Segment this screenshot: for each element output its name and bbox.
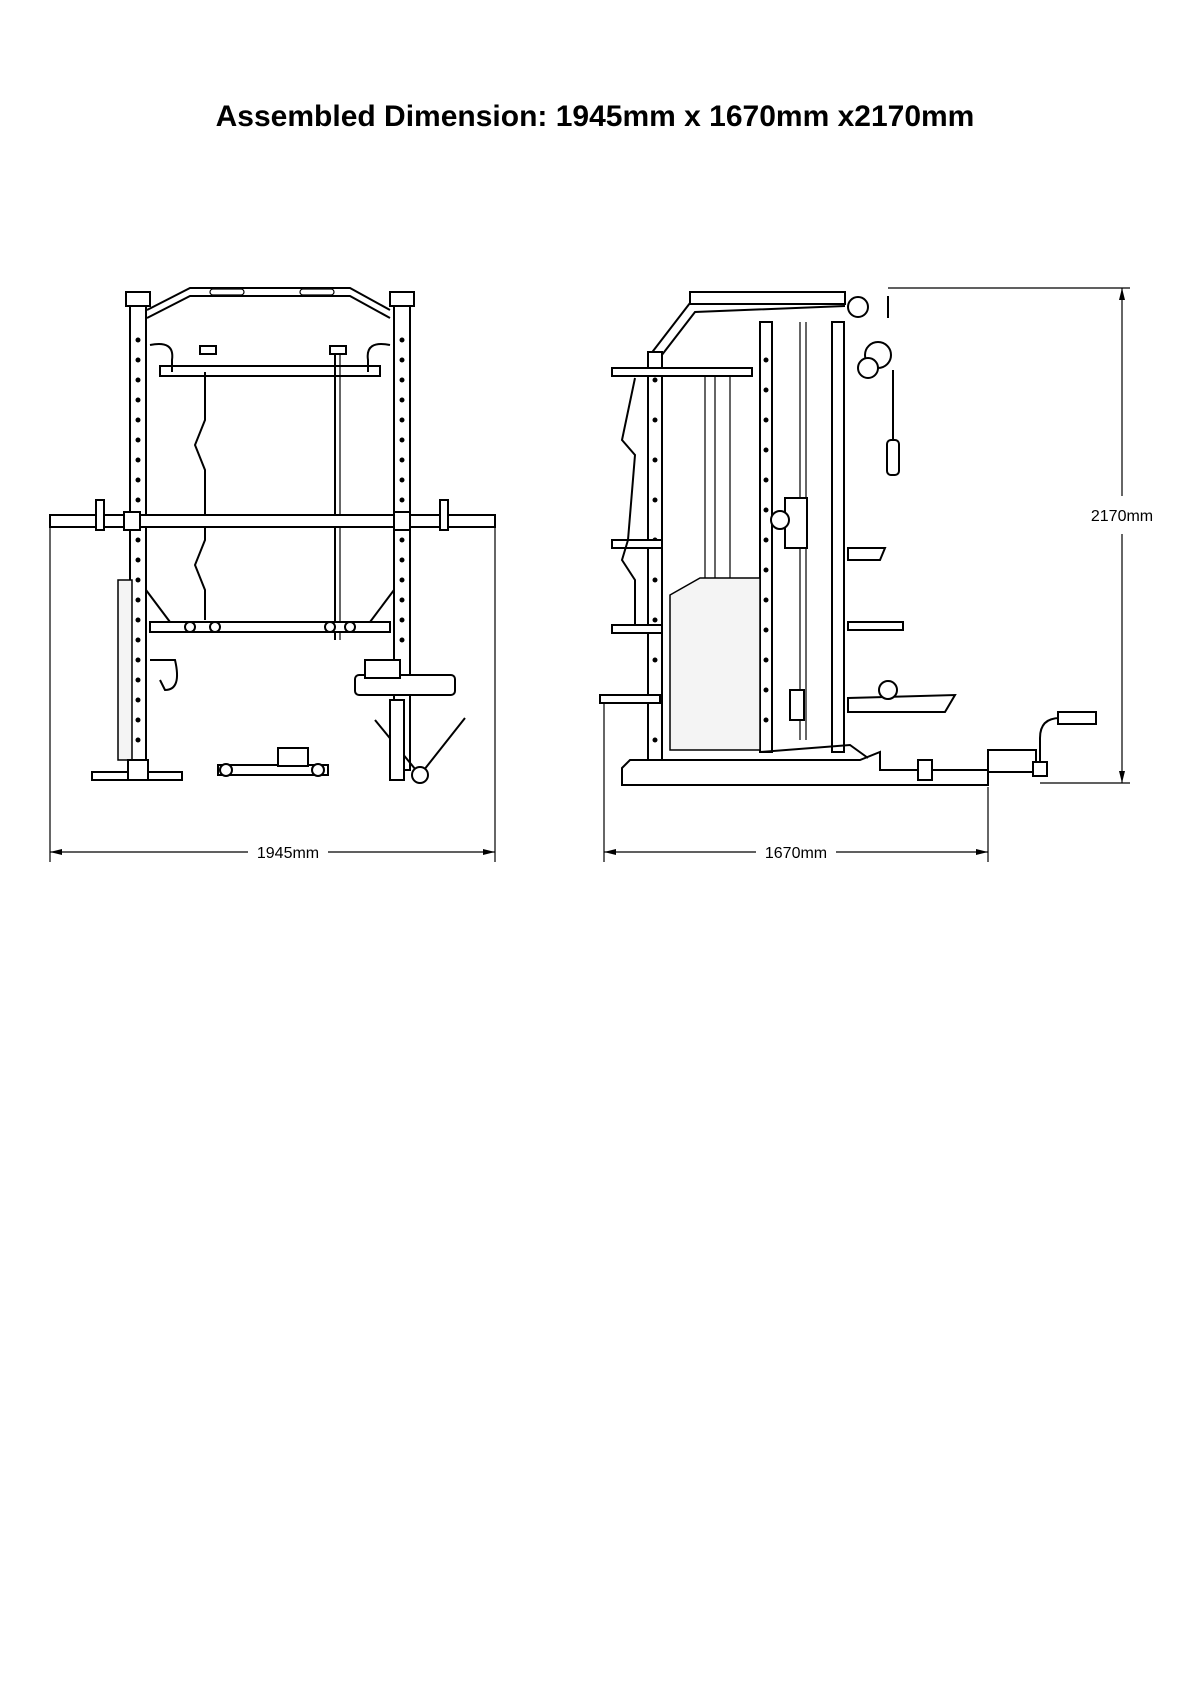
side-view [600,292,1096,785]
width-dimension-label: 1945mm [257,845,319,862]
front-view [50,288,495,783]
left-upright-holes [136,338,141,743]
height-dimension-label: 2170mm [1091,508,1153,525]
depth-dimension-label: 1670mm [765,845,827,862]
